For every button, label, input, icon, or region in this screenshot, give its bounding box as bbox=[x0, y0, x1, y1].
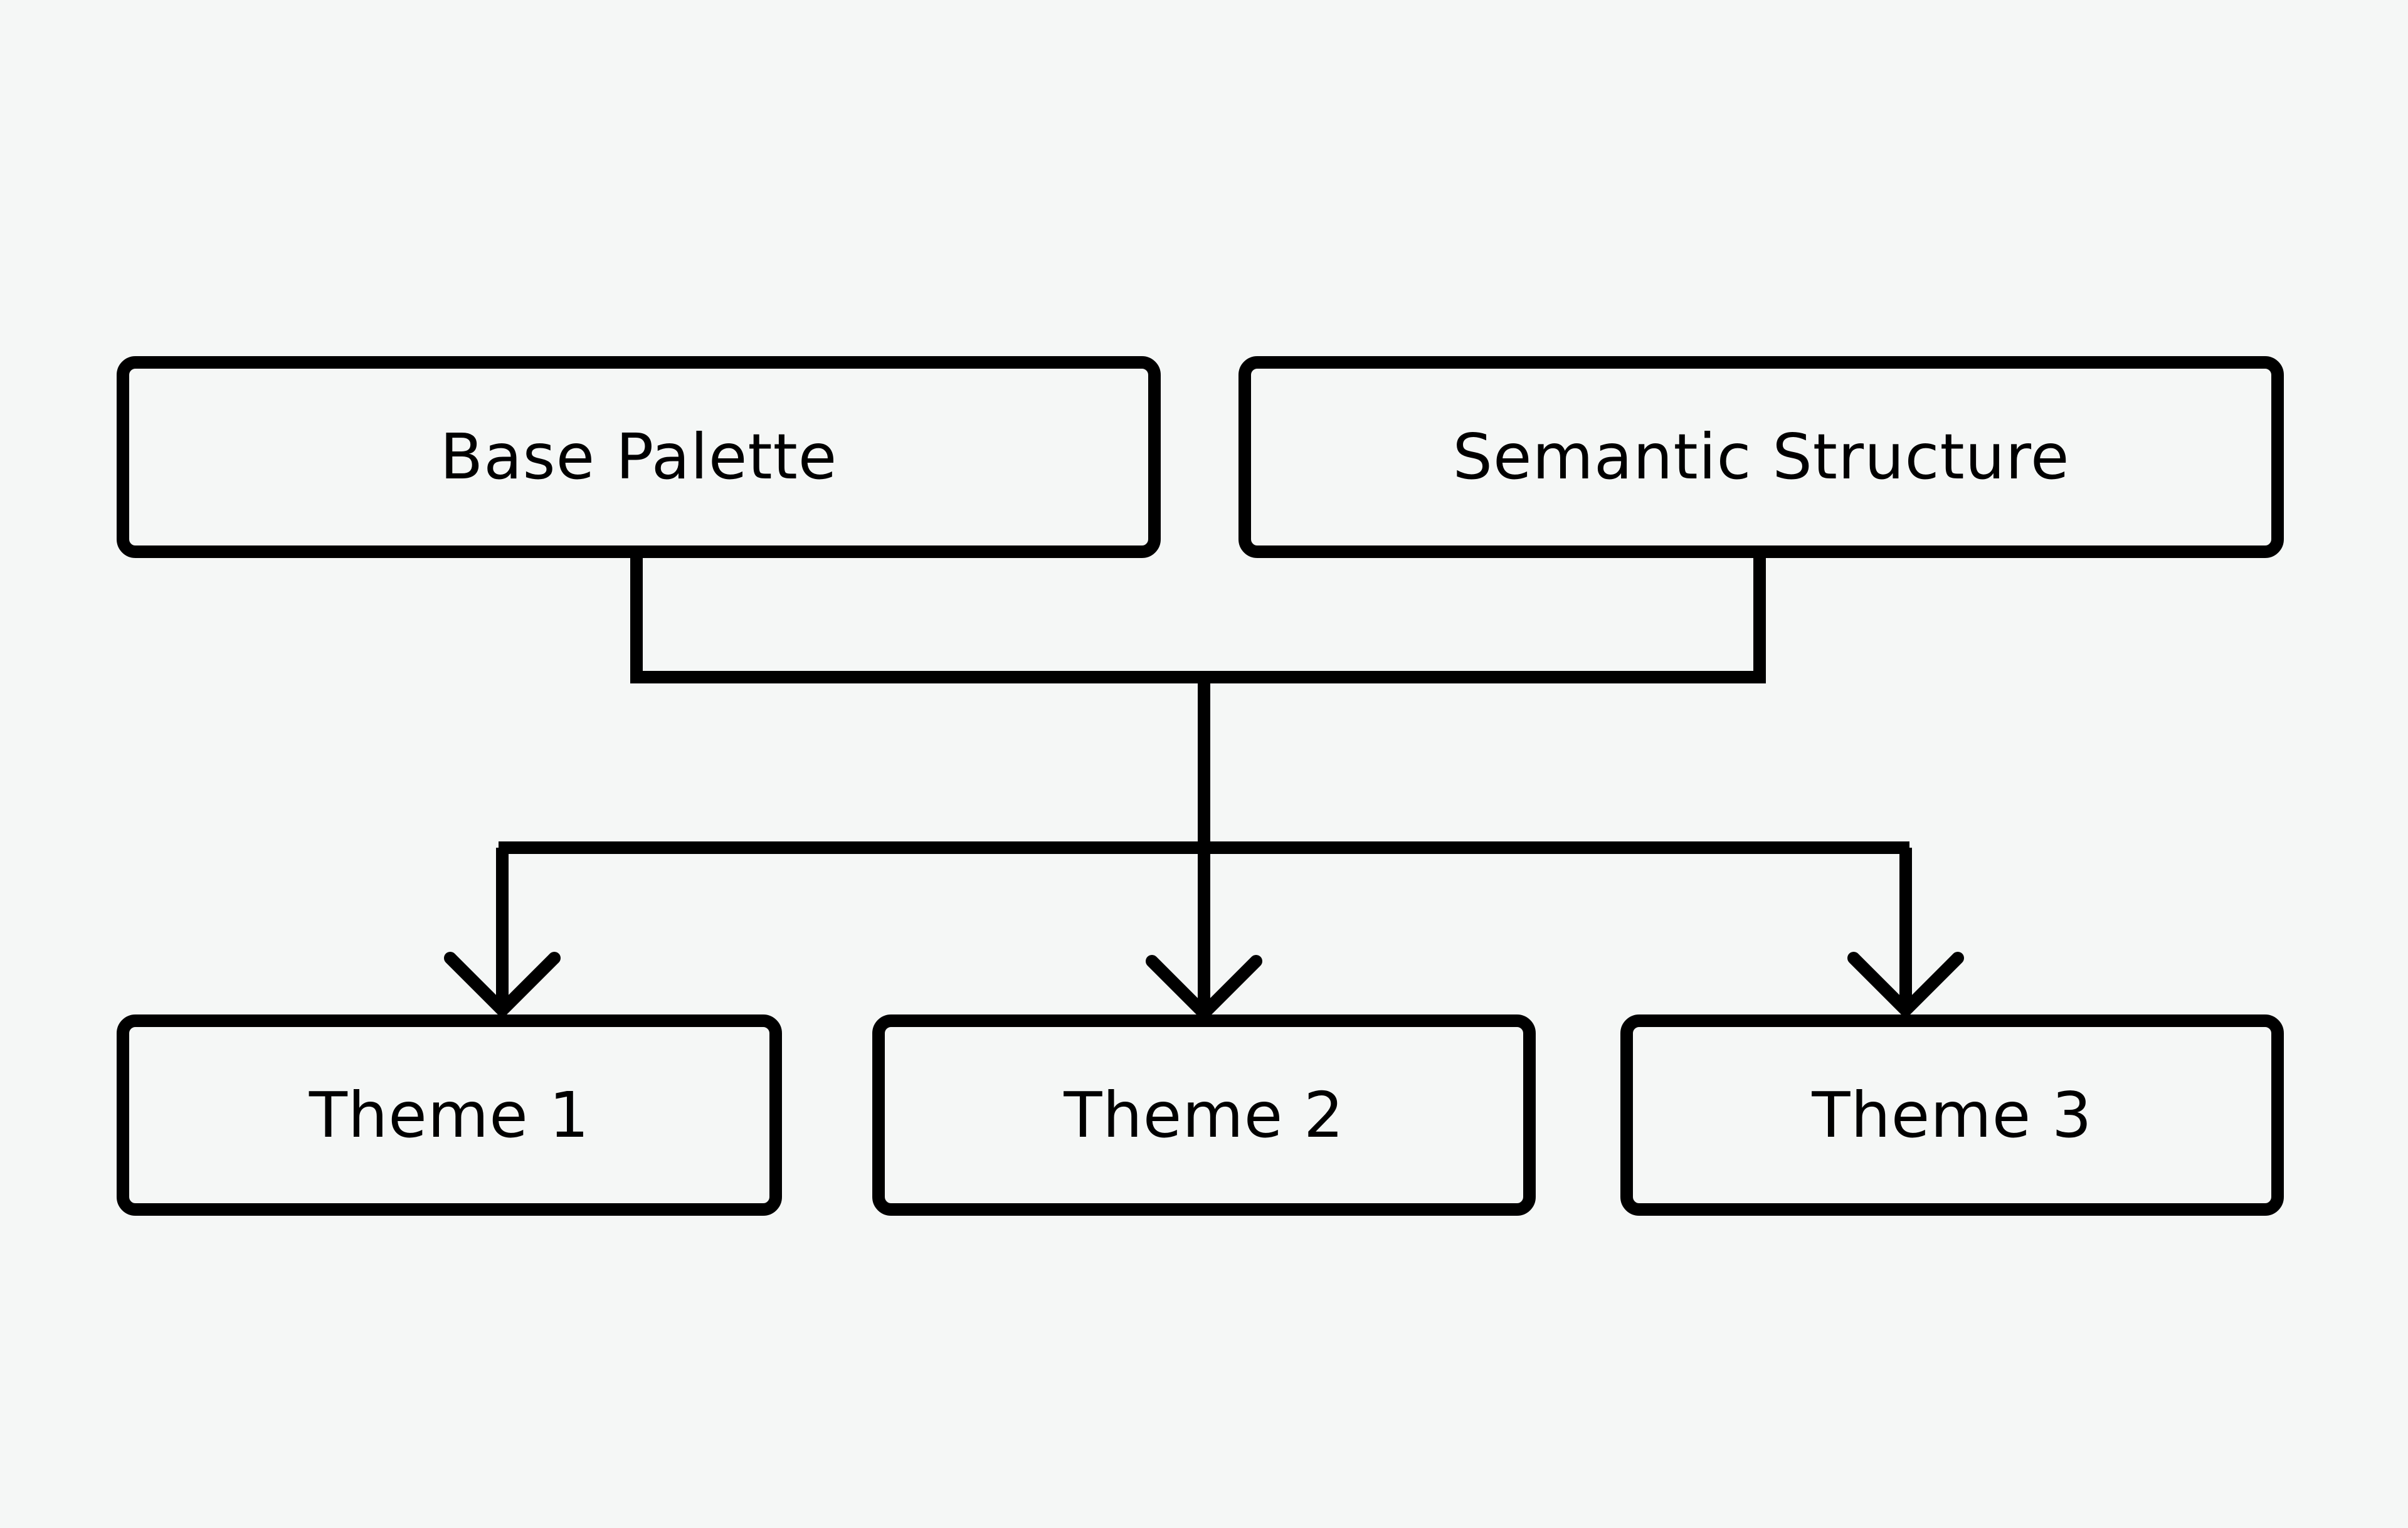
node-theme-3: Theme 3 bbox=[1620, 1014, 2284, 1216]
node-theme-2: Theme 2 bbox=[872, 1014, 1536, 1216]
node-label: Theme 1 bbox=[309, 1078, 590, 1152]
node-label: Theme 3 bbox=[1812, 1078, 2093, 1152]
node-base-palette: Base Palette bbox=[117, 356, 1161, 558]
node-label: Theme 2 bbox=[1064, 1078, 1344, 1152]
node-label: Semantic Structure bbox=[1452, 420, 2070, 493]
arrow-head-theme-3 bbox=[1847, 952, 1964, 1020]
node-label: Base Palette bbox=[440, 420, 838, 493]
merge-connector bbox=[630, 555, 1766, 683]
arrow-head-theme-1 bbox=[444, 952, 561, 1020]
arrow-head-theme-2 bbox=[1146, 955, 1262, 1023]
node-theme-1: Theme 1 bbox=[117, 1014, 782, 1216]
node-semantic-structure: Semantic Structure bbox=[1238, 356, 2284, 558]
